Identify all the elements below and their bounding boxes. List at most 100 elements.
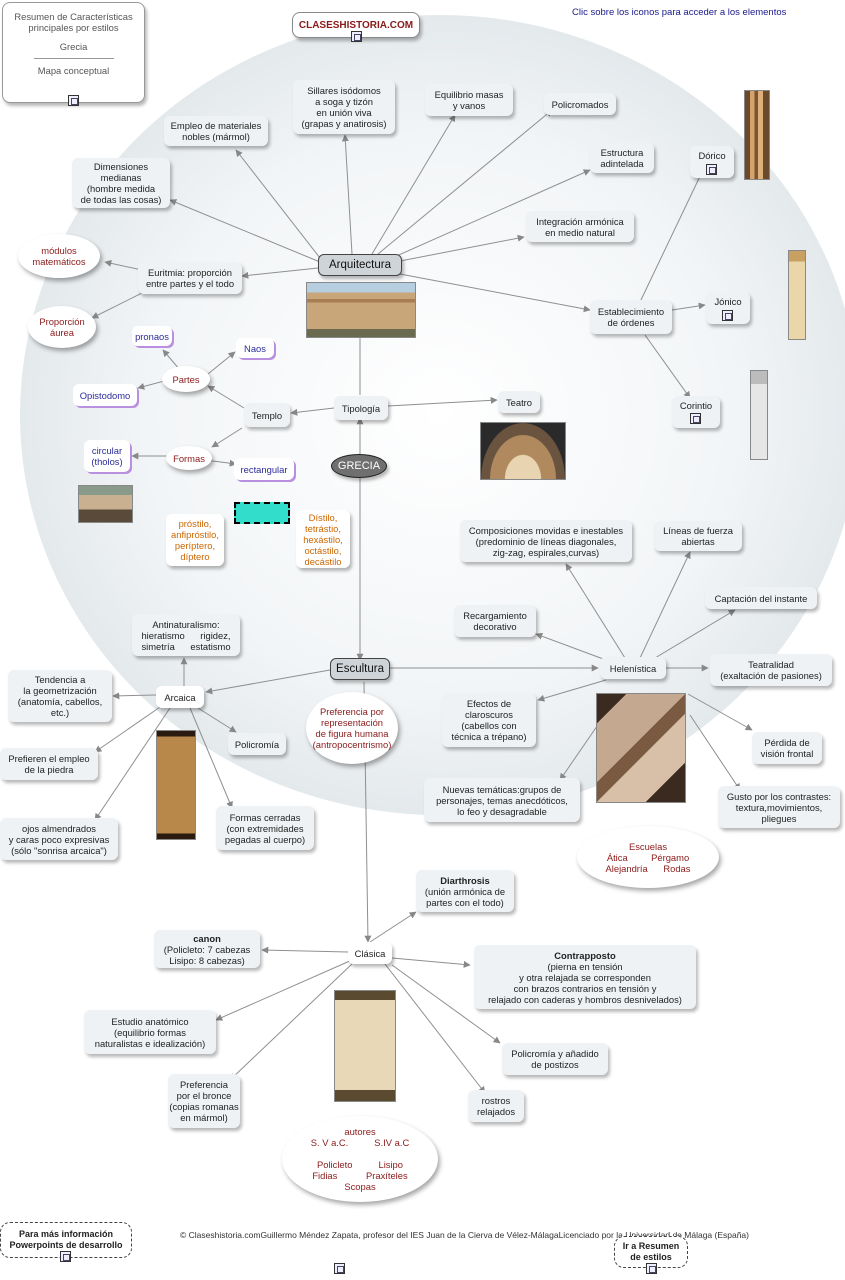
text-line: nobles (mármol) xyxy=(182,131,250,142)
text-line: Estructura xyxy=(600,147,644,158)
text-line: (pierna en tensión xyxy=(547,960,623,972)
policromia-arcaica-node: Policromía xyxy=(228,733,286,755)
image-icon[interactable] xyxy=(706,164,717,175)
text-line: circular xyxy=(91,445,123,456)
teatralidad-node: Teatralidad(exaltación de pasiones) xyxy=(710,654,832,686)
text-line: Scopas xyxy=(344,1181,376,1192)
captacion-node: Captación del instante xyxy=(705,587,817,609)
text-line: en unión viva xyxy=(316,107,372,118)
text-line: Nuevas temáticas:grupos de xyxy=(442,783,562,795)
formas-node: Formas xyxy=(166,446,212,470)
text-line: octástilo, xyxy=(304,544,342,556)
text-line: simetría estatismo xyxy=(141,640,231,652)
text-line: Powerpoints de desarrollo xyxy=(9,1240,123,1250)
text-line: Gusto por los contrastes: xyxy=(726,790,832,802)
text-line: hexástilo, xyxy=(303,533,343,545)
doric-column-photo xyxy=(744,90,770,180)
text-line: Sillares isódomos xyxy=(307,85,381,96)
text-line: (grapas y anatirosis) xyxy=(301,118,387,129)
diarthrosis-title: Diarthrosis xyxy=(440,874,490,886)
text-line: Recargamiento xyxy=(463,610,527,621)
laocoon-photo xyxy=(596,693,686,803)
image-icon[interactable] xyxy=(690,413,701,424)
text-line: Guillermo Méndez Zapata, profesor del IE… xyxy=(260,1230,559,1240)
text-line: (cabellos con xyxy=(461,720,517,731)
text-line: Policleto Lisipo xyxy=(317,1159,403,1170)
text-line: Lisipo: 8 cabezas) xyxy=(169,954,245,966)
text-line: S. V a.C. S.IV a.C xyxy=(310,1137,410,1148)
text-line: de todas las cosas) xyxy=(80,194,162,205)
text-line: (unión armónica de xyxy=(424,885,506,897)
ionic-column-photo xyxy=(788,250,806,340)
text-line: visión frontal xyxy=(760,748,814,759)
text-line: Proporción xyxy=(39,316,85,327)
tipologia-node: Tipología xyxy=(334,396,388,420)
text-line: personajes, temas anecdóticos, xyxy=(436,794,568,806)
sitemap-icon[interactable] xyxy=(646,1263,657,1274)
text-line: representación xyxy=(320,717,384,728)
text-line: Policromía y añadido xyxy=(511,1048,599,1059)
text-line: (predominio de líneas diagonales, xyxy=(475,535,617,547)
text-line: matemáticos xyxy=(32,256,86,267)
text-line: Licenciado por la Universidad de Málaga … xyxy=(558,1230,749,1240)
text-line: pegadas al cuerpo) xyxy=(224,833,306,845)
prostilo-node: próstilo,anfipróstilo,períptero,díptero xyxy=(166,514,224,566)
canon-title: canon xyxy=(193,932,221,944)
arcaica-node: Arcaica xyxy=(156,686,204,708)
image-icon[interactable] xyxy=(722,310,733,321)
summary-line2: principales por estilos xyxy=(28,22,119,33)
text-line: en medio natural xyxy=(545,226,615,238)
partes-node: Partes xyxy=(162,366,210,392)
text-line: (con extremidades xyxy=(226,822,304,834)
text-line: (Policleto: 7 cabezas xyxy=(163,943,251,955)
naos-node: Naos xyxy=(236,338,274,358)
text-line: técnica a trépano) xyxy=(451,731,527,742)
text-line: módulos xyxy=(41,245,77,256)
text-line: períptero, xyxy=(174,540,216,551)
composiciones-node: Composiciones movidas e inestables(predo… xyxy=(460,520,632,562)
text-line: Dístilo, xyxy=(308,511,338,523)
text-line: díptero xyxy=(180,551,210,562)
text-line: (equilibrio formas xyxy=(114,1026,186,1038)
text-line: y vanos xyxy=(452,100,486,111)
escultura-node: Escultura xyxy=(330,658,390,680)
text-line: abiertas xyxy=(681,536,715,547)
text-line: zig-zag, espirales,curvas) xyxy=(492,546,600,558)
text-line: Preferencia por xyxy=(319,706,385,717)
document-icon[interactable] xyxy=(60,1251,71,1262)
document-icon[interactable] xyxy=(351,31,362,42)
instruction-text: Clic sobre los iconos para acceder a los… xyxy=(572,7,787,18)
text-line: Pérdida de xyxy=(764,737,810,748)
text-line: (sólo "sonrisa arcaica") xyxy=(11,844,107,856)
text-line: de postizos xyxy=(531,1059,579,1070)
document-icon[interactable] xyxy=(68,95,79,106)
text-line: anfipróstilo, xyxy=(171,529,219,540)
site-title: CLASESHISTORIA.COM xyxy=(298,19,414,31)
theatre-photo xyxy=(480,422,566,480)
text-line: Antinaturalismo: xyxy=(152,618,220,630)
text-line: Preferencia xyxy=(180,1079,228,1090)
corintio-node[interactable]: Corintio xyxy=(672,396,720,428)
text-line: autores xyxy=(344,1126,376,1137)
plan-thumbnail[interactable] xyxy=(234,502,290,524)
text-line: Ir a Resumen xyxy=(622,1241,680,1251)
text-line: Tendencia a xyxy=(34,674,86,685)
circular-node: circular(tholos) xyxy=(84,440,130,472)
document-icon[interactable] xyxy=(334,1263,345,1274)
text-line: textura,movimientos, xyxy=(735,801,823,813)
